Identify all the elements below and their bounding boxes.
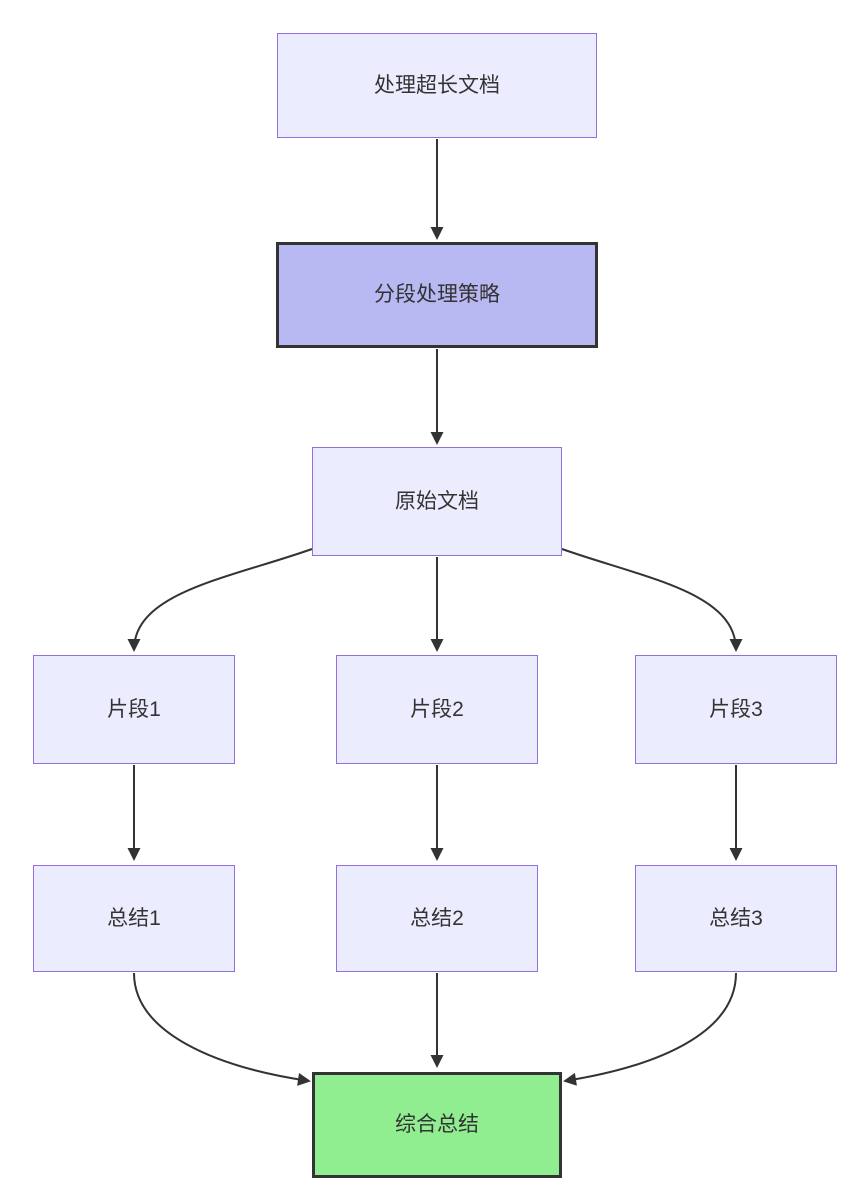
node-label: 片段1 <box>107 697 161 721</box>
node-fragment-3: 片段3 <box>635 655 837 764</box>
node-label: 总结1 <box>107 906 161 930</box>
node-fragment-1: 片段1 <box>33 655 235 764</box>
node-label: 原始文档 <box>395 489 479 513</box>
node-label: 总结2 <box>410 906 464 930</box>
edge-doc-to-fragment-1 <box>127 548 313 652</box>
node-label: 总结3 <box>709 906 763 930</box>
node-summary-3: 总结3 <box>635 865 837 972</box>
node-label: 处理超长文档 <box>374 73 500 97</box>
node-label: 片段2 <box>410 697 464 721</box>
edge-doc-to-fragment-3 <box>561 548 743 652</box>
edge-summary-3-to-final <box>563 972 737 1086</box>
node-summary-1: 总结1 <box>33 865 235 972</box>
node-label: 综合总结 <box>395 1113 479 1137</box>
node-label: 片段3 <box>709 697 763 721</box>
node-summary-2: 总结2 <box>336 865 538 972</box>
node-fragment-2: 片段2 <box>336 655 538 764</box>
edge-summary-1-to-final <box>133 972 311 1086</box>
node-process-long-doc: 处理超长文档 <box>277 33 597 138</box>
node-label: 分段处理策略 <box>374 283 500 307</box>
node-final-summary: 综合总结 <box>312 1072 562 1178</box>
node-segmentation-strategy: 分段处理策略 <box>276 242 598 348</box>
node-original-doc: 原始文档 <box>312 447 562 556</box>
